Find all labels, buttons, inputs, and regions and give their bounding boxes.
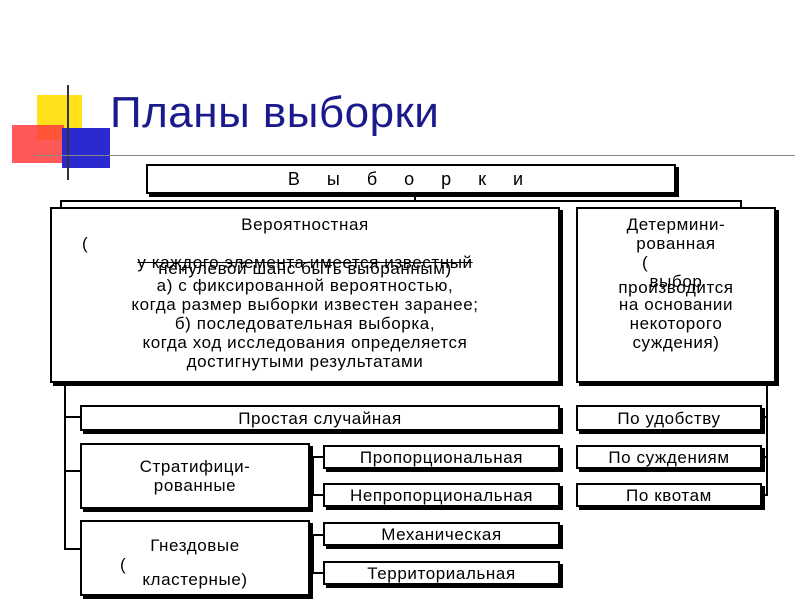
stratified-node: Стратифици- рованные	[80, 443, 310, 509]
stratified-label-2: рованные	[154, 476, 236, 495]
territorial-label: Территориальная	[367, 564, 516, 583]
connector-strat-spine	[312, 456, 314, 496]
connector-to-judgment	[762, 456, 768, 458]
connector-to-cluster	[64, 548, 80, 550]
deterministic-heading-1: Детермини-	[627, 215, 726, 234]
connector-cluster-spine	[312, 534, 314, 574]
deterministic-overlap-b: производится	[578, 278, 774, 297]
convenience-label: По удобству	[617, 409, 720, 428]
deterministic-heading-2: рованная	[636, 234, 715, 253]
probabilistic-line-2: когда размер выборки известен заранее;	[131, 295, 478, 314]
quota-label: По квотам	[626, 486, 712, 505]
deterministic-line-3: суждения)	[632, 333, 719, 352]
nonproportional-node: Непропорциональная	[323, 483, 560, 507]
stratified-label-1: Стратифици-	[140, 457, 251, 476]
territorial-node: Территориальная	[323, 561, 560, 585]
decor-blue-square	[62, 128, 110, 168]
quota-node: По квотам	[576, 483, 762, 507]
deterministic-overlap: выбор производится	[578, 272, 774, 291]
connector-to-stratified	[64, 470, 80, 472]
mechanical-label: Механическая	[381, 525, 502, 544]
probabilistic-line-5: достигнутыми результатами	[187, 352, 424, 371]
simple-random-label: Простая случайная	[238, 409, 402, 428]
connector-left-spine	[64, 385, 66, 550]
probabilistic-line-4: когда ход исследования определяется	[143, 333, 468, 352]
deterministic-line-1: на основании	[619, 295, 733, 314]
connector-to-quota	[762, 494, 768, 496]
probabilistic-line-1: а) с фиксированной вероятностью,	[157, 276, 454, 295]
simple-random-node: Простая случайная	[80, 405, 560, 431]
judgment-label: По суждениям	[608, 448, 729, 467]
probabilistic-paren: (	[52, 234, 558, 253]
cluster-label-3: кластерные)	[142, 570, 247, 589]
probabilistic-heading: Вероятностная	[241, 215, 369, 234]
connector-to-simple	[64, 416, 80, 418]
proportional-label: Пропорциональная	[360, 448, 523, 467]
cluster-label-1: Гнездовые	[150, 536, 240, 555]
cluster-node: Гнездовые ( кластерные)	[80, 520, 310, 596]
nonproportional-label: Непропорциональная	[350, 486, 533, 505]
page-title: Планы выборки	[110, 88, 439, 138]
probabilistic-overlap-b: ненулевой шанс быть выбранным)	[52, 259, 558, 278]
decor-red-square	[12, 125, 64, 163]
proportional-node: Пропорциональная	[323, 445, 560, 469]
deterministic-paren: (	[578, 253, 774, 272]
judgment-node: По суждениям	[576, 445, 762, 469]
probabilistic-node: Вероятностная ( у каждого элемента имеет…	[50, 207, 560, 383]
connector-right-spine	[766, 385, 768, 495]
convenience-node: По удобству	[576, 405, 762, 431]
root-node: В ы б о р к и	[146, 164, 676, 194]
root-label: В ы б о р к и	[288, 170, 534, 189]
connector-to-convenience	[762, 416, 768, 418]
deterministic-node: Детермини- рованная ( выбор производится…	[576, 207, 776, 383]
deterministic-line-2: некоторого	[630, 314, 723, 333]
decor-horizontal-line	[35, 155, 795, 156]
decor-vertical-line	[67, 85, 69, 180]
probabilistic-line-3: б) последовательная выборка,	[175, 314, 435, 333]
mechanical-node: Механическая	[323, 522, 560, 546]
probabilistic-overlap: у каждого элемента имеется известный нен…	[52, 253, 558, 272]
connector-top-bar	[60, 200, 742, 202]
